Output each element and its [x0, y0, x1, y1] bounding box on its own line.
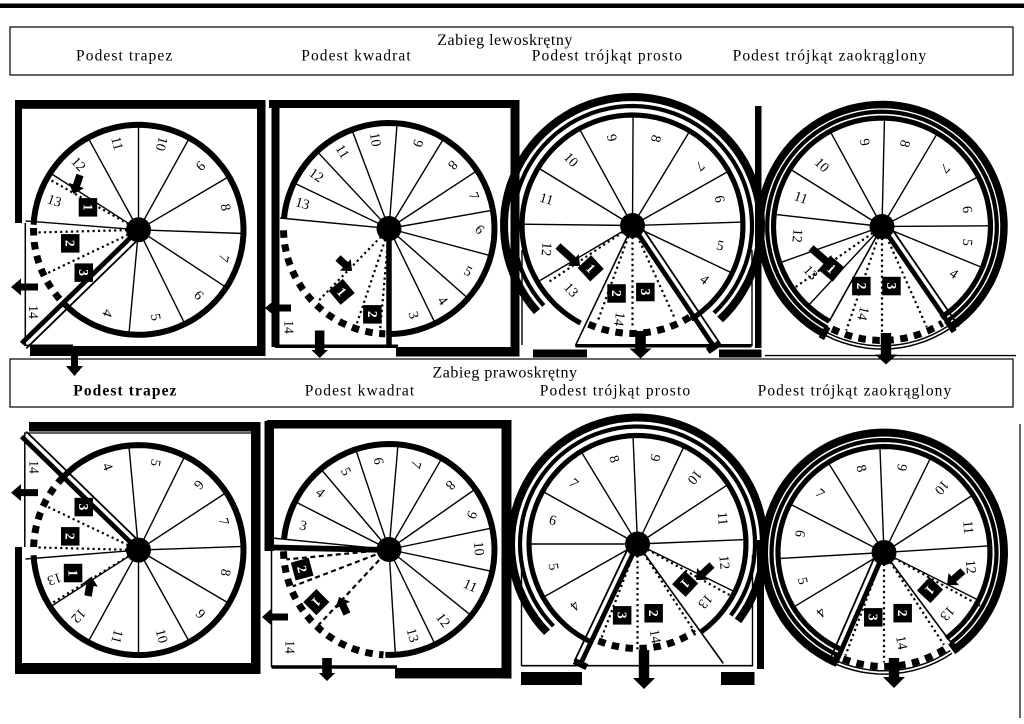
svg-text:2: 2 [609, 290, 624, 297]
svg-text:9: 9 [856, 137, 872, 147]
svg-text:11: 11 [714, 511, 730, 526]
svg-text:7: 7 [215, 517, 231, 528]
svg-text:5: 5 [794, 576, 810, 586]
svg-text:3: 3 [298, 518, 309, 534]
svg-text:Podest trapez: Podest trapez [76, 48, 173, 65]
svg-text:11: 11 [538, 191, 555, 209]
svg-text:Podest trójkąt zaokrąglony: Podest trójkąt zaokrąglony [733, 48, 928, 65]
svg-text:2: 2 [63, 533, 78, 540]
svg-text:14: 14 [892, 635, 909, 651]
svg-text:6: 6 [791, 529, 807, 538]
svg-text:11: 11 [959, 520, 975, 535]
svg-text:8: 8 [647, 133, 663, 144]
svg-text:12: 12 [962, 559, 978, 574]
svg-text:4: 4 [98, 307, 115, 319]
svg-text:13: 13 [294, 195, 311, 213]
svg-text:12: 12 [715, 555, 731, 570]
svg-text:1: 1 [66, 570, 81, 577]
svg-text:9: 9 [603, 133, 619, 143]
svg-text:Podest kwadrat: Podest kwadrat [301, 48, 412, 65]
svg-text:3: 3 [884, 283, 899, 290]
svg-text:3: 3 [76, 269, 91, 276]
svg-text:11: 11 [792, 189, 810, 208]
svg-text:14: 14 [610, 311, 627, 327]
svg-text:9: 9 [409, 137, 425, 148]
svg-text:11: 11 [461, 577, 480, 596]
svg-text:6: 6 [711, 194, 727, 204]
svg-text:8: 8 [217, 568, 233, 577]
svg-text:3: 3 [866, 614, 881, 621]
svg-text:14: 14 [26, 305, 41, 319]
svg-text:Podest kwadrat: Podest kwadrat [305, 383, 416, 400]
svg-text:6: 6 [370, 457, 386, 466]
svg-text:14: 14 [646, 628, 663, 644]
svg-text:3: 3 [638, 289, 653, 296]
svg-text:6: 6 [958, 205, 974, 214]
svg-text:3: 3 [405, 310, 421, 321]
svg-text:13: 13 [403, 627, 421, 644]
svg-text:14: 14 [283, 640, 298, 654]
svg-text:3: 3 [615, 612, 630, 619]
svg-text:5: 5 [715, 238, 725, 254]
svg-text:1: 1 [80, 204, 95, 211]
svg-text:5: 5 [545, 562, 561, 571]
svg-text:8: 8 [217, 203, 233, 212]
svg-text:7: 7 [465, 190, 481, 202]
svg-text:9: 9 [463, 509, 479, 521]
svg-text:2: 2 [63, 240, 78, 247]
svg-text:14: 14 [282, 320, 297, 334]
svg-text:9: 9 [646, 453, 662, 463]
svg-text:8: 8 [852, 463, 868, 474]
svg-text:11: 11 [107, 628, 125, 645]
svg-text:2: 2 [365, 311, 380, 318]
svg-text:12: 12 [788, 228, 804, 243]
svg-text:Podest trójkąt prosto: Podest trójkąt prosto [532, 48, 683, 65]
svg-text:10: 10 [470, 541, 486, 556]
svg-text:5: 5 [147, 458, 163, 468]
svg-text:8: 8 [896, 138, 912, 149]
svg-text:Podest trójkąt zaokrąglony: Podest trójkąt zaokrąglony [758, 383, 953, 400]
svg-text:5: 5 [147, 312, 163, 322]
svg-text:13: 13 [45, 569, 63, 588]
svg-text:8: 8 [605, 454, 621, 465]
svg-text:10: 10 [152, 135, 170, 152]
svg-text:12: 12 [538, 241, 554, 256]
svg-text:11: 11 [107, 135, 125, 152]
svg-text:3: 3 [76, 504, 91, 511]
svg-text:Zabieg prawoskrętny: Zabieg prawoskrętny [432, 365, 577, 382]
svg-text:14: 14 [27, 460, 42, 474]
svg-text:4: 4 [98, 461, 115, 473]
svg-text:2: 2 [294, 564, 310, 575]
svg-text:14: 14 [853, 305, 871, 322]
svg-text:Podest trójkąt prosto: Podest trójkąt prosto [540, 383, 691, 400]
svg-text:2: 2 [646, 610, 661, 617]
svg-text:2: 2 [854, 283, 869, 290]
svg-text:2: 2 [895, 610, 910, 617]
svg-text:7: 7 [215, 253, 231, 264]
svg-text:6: 6 [547, 513, 558, 529]
svg-text:Zabieg lewoskrętny: Zabieg lewoskrętny [437, 32, 573, 49]
svg-text:5: 5 [959, 238, 975, 246]
svg-text:7: 7 [407, 459, 423, 470]
svg-text:9: 9 [893, 462, 909, 472]
svg-text:10: 10 [366, 132, 383, 148]
svg-text:10: 10 [152, 628, 170, 645]
svg-text:Podest trapez: Podest trapez [73, 383, 177, 400]
svg-text:11: 11 [332, 142, 352, 161]
svg-text:13: 13 [45, 192, 63, 211]
